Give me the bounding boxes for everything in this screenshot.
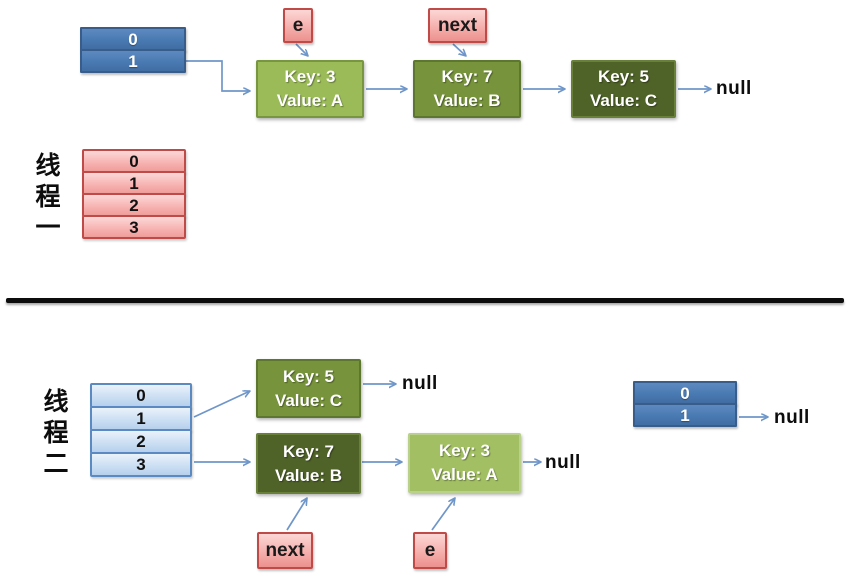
- node-value: Value: C: [589, 91, 658, 110]
- thread2-bucket-table: 0 1 2 3: [90, 383, 192, 477]
- thread2-pointer-e: e: [413, 532, 447, 569]
- arrow-t1-table-to-node3: [186, 60, 250, 91]
- node-key: Key: 5: [282, 366, 335, 386]
- thread2-null-after-node3: null: [545, 452, 581, 473]
- arrow-t2-table-to-node5: [193, 391, 250, 418]
- bucket-cell: 0: [82, 149, 186, 173]
- thread2-node-key3: Key: 3 Value: A: [408, 433, 521, 493]
- thread1-node-key7: Key: 7 Value: B: [413, 60, 521, 118]
- thread2-pointer-next: next: [257, 532, 313, 569]
- thread2-null-after-node5: null: [402, 373, 438, 394]
- bucket-cell: 0: [90, 383, 192, 408]
- thread1-bucket-table: 0 1 2 3: [82, 149, 186, 239]
- node-value: Value: A: [431, 465, 498, 484]
- thread2-bucket-table-small: 0 1: [633, 381, 737, 427]
- node-value: Value: B: [274, 465, 343, 485]
- bucket-cell: 0: [80, 27, 186, 51]
- thread2-node-key5: Key: 5 Value: C: [256, 359, 361, 418]
- arrow-t1-e-to-node3: [295, 43, 308, 56]
- node-key: Key: 3: [438, 441, 491, 460]
- thread1-null-label: null: [716, 78, 752, 99]
- thread1-pointer-e: e: [283, 8, 313, 43]
- thread1-pointer-next: next: [428, 8, 487, 43]
- thread1-node-key3: Key: 3 Value: A: [256, 60, 364, 118]
- bucket-cell: 1: [633, 403, 737, 427]
- thread2-null-after-table: null: [774, 407, 810, 428]
- arrow-t1-next-to-node7: [452, 43, 466, 56]
- node-key: Key: 5: [597, 67, 650, 86]
- bucket-cell: 1: [82, 171, 186, 195]
- arrow-t2-next-to-node7: [286, 498, 307, 531]
- node-value: Value: B: [433, 91, 501, 110]
- bucket-cell: 1: [80, 49, 186, 73]
- node-key: Key: 7: [441, 67, 493, 86]
- thread1-label: 线程一: [35, 152, 61, 242]
- section-divider: [6, 298, 844, 303]
- bucket-cell: 2: [90, 429, 192, 454]
- thread1-node-key5: Key: 5 Value: C: [571, 60, 676, 118]
- bucket-cell: 2: [82, 193, 186, 217]
- node-key: Key: 7: [282, 441, 335, 461]
- bucket-cell: 3: [90, 452, 192, 477]
- thread2-label: 线程二: [43, 388, 69, 478]
- bucket-cell: 0: [633, 381, 737, 405]
- thread1-bucket-table-small: 0 1: [80, 27, 186, 73]
- bucket-cell: 3: [82, 215, 186, 239]
- node-value: Value: C: [274, 390, 343, 410]
- bucket-cell: 1: [90, 406, 192, 431]
- node-value: Value: A: [276, 91, 344, 110]
- thread2-node-key7: Key: 7 Value: B: [256, 433, 361, 494]
- node-key: Key: 3: [284, 67, 336, 86]
- arrow-t2-e-to-node3: [431, 498, 455, 531]
